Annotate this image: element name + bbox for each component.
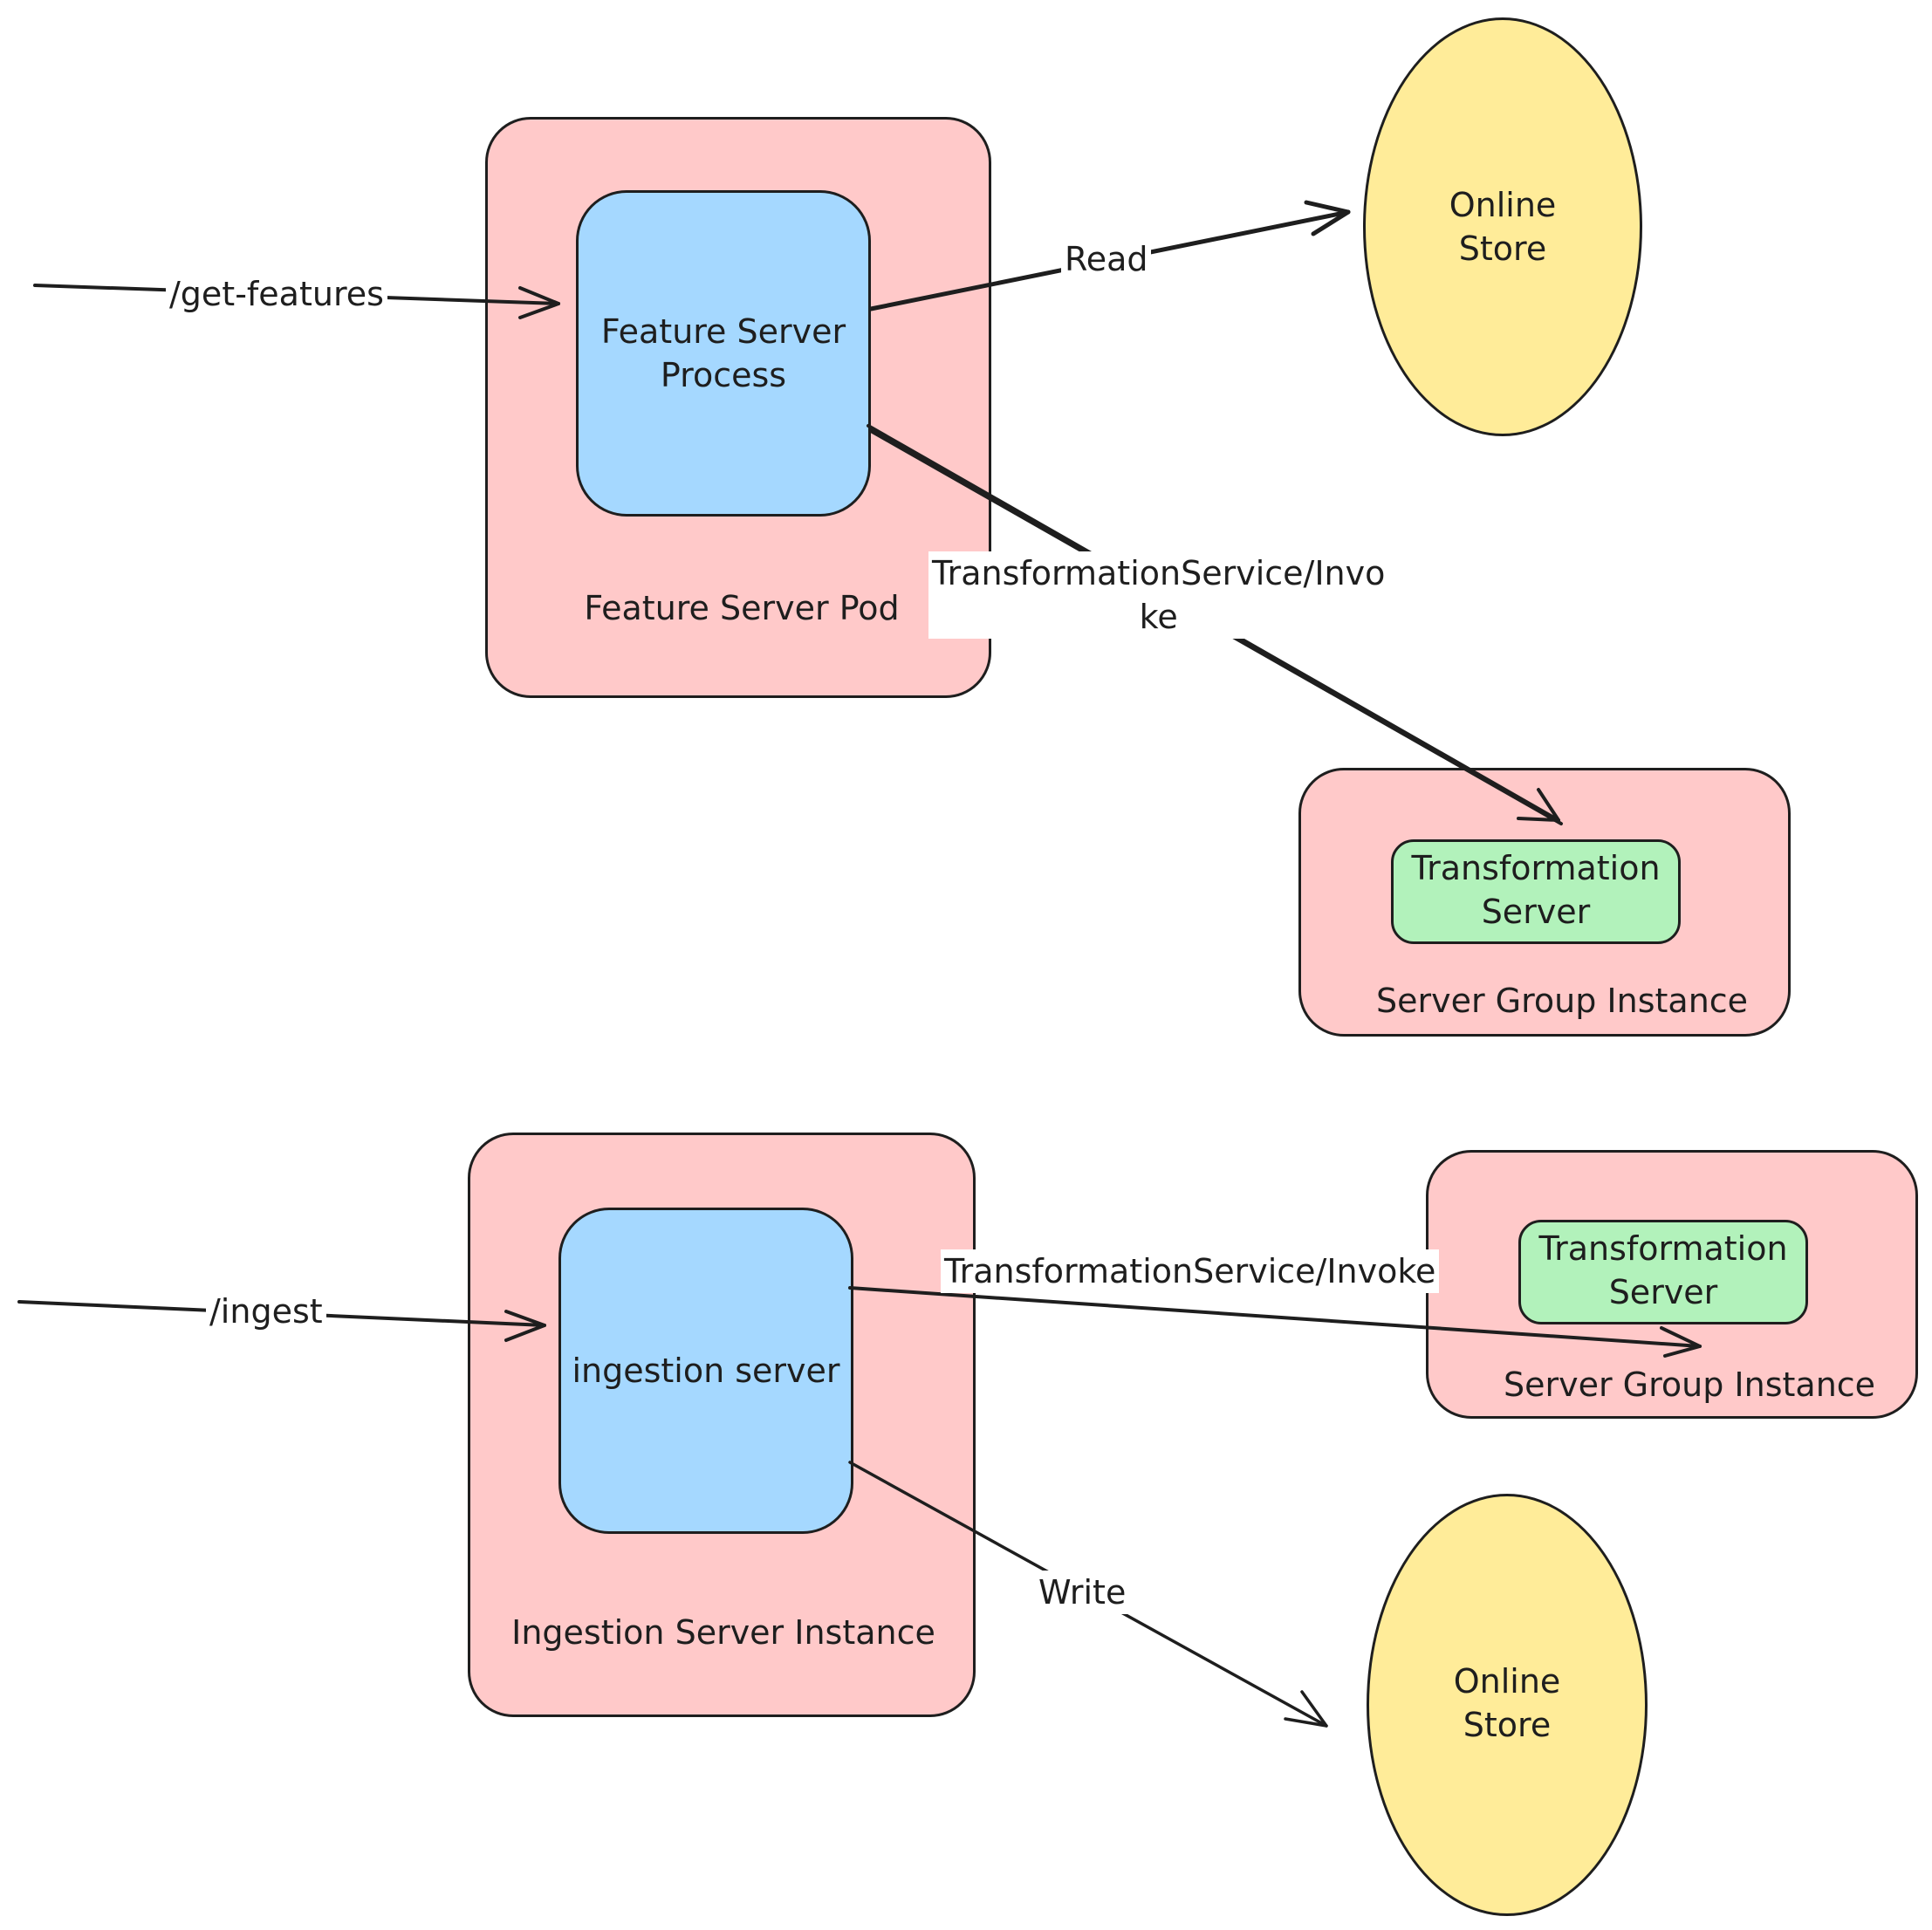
ingestion-server-process[interactable] xyxy=(558,1208,853,1534)
edge-label-read: Read xyxy=(1061,237,1152,281)
feature-server-pod-label: Feature Server Pod xyxy=(584,589,900,627)
ingestion-server-instance-label: Ingestion Server Instance xyxy=(511,1613,935,1652)
edge-label-invoke-top: TransformationService/Invo ke xyxy=(928,551,1389,639)
edge-label-get-features: /get-features xyxy=(166,272,387,316)
edge-label-ingest: /ingest xyxy=(206,1290,326,1333)
feature-server-process[interactable] xyxy=(576,190,871,517)
online-store-bottom-label: Online Store xyxy=(1453,1662,1561,1744)
feature-server-process-label: Feature Server Process xyxy=(600,312,846,394)
online-store-top-label: Online Store xyxy=(1449,186,1557,268)
arrow-invoke-bottom xyxy=(848,1286,1702,1358)
ingestion-server-process-label: ingestion server xyxy=(572,1352,840,1390)
transformation-server-bottom-label: Transformation Server xyxy=(1538,1229,1788,1311)
transformation-server-top-label: Transformation Server xyxy=(1411,849,1661,931)
online-store-top[interactable] xyxy=(1363,17,1642,436)
edge-label-write: Write xyxy=(1035,1571,1130,1614)
server-group-instance-top-label: Server Group Instance xyxy=(1375,982,1749,1020)
server-group-instance-bottom-label: Server Group Instance xyxy=(1503,1365,1876,1404)
transformation-server-bottom[interactable] xyxy=(1518,1220,1808,1324)
online-store-bottom[interactable] xyxy=(1367,1494,1648,1916)
transformation-server-top[interactable] xyxy=(1391,839,1681,944)
edge-label-invoke-bottom: TransformationService/Invoke xyxy=(941,1249,1440,1293)
